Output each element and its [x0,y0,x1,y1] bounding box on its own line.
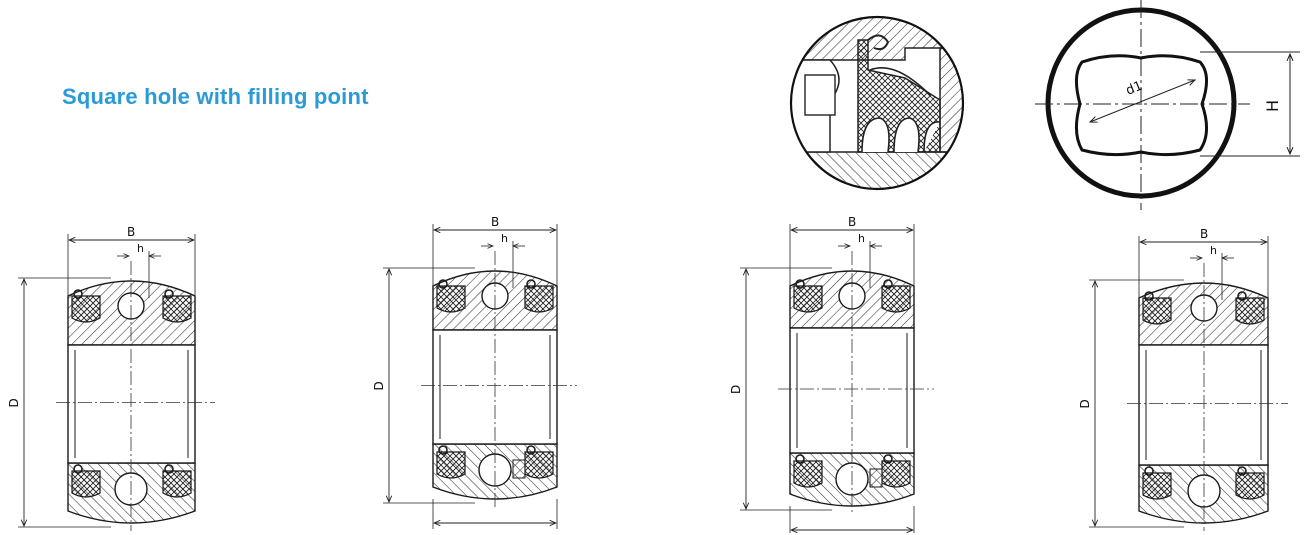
seal [436,451,466,479]
seal-lip [1144,466,1154,476]
seal-lip [1144,291,1154,301]
filling-point [512,459,526,479]
bore [67,344,196,464]
seal [793,460,823,488]
label-B: B [127,225,135,239]
seal-lip [438,445,448,455]
label-h: h [1210,244,1217,257]
seal [162,470,192,498]
seal [1235,297,1265,325]
label-D: D [372,381,386,390]
seal [436,285,466,313]
seal [524,285,554,313]
seal-lip [795,454,805,464]
label-B: B [1200,227,1208,241]
seal [71,295,101,323]
bearing-drawing-1: BhD [7,225,215,531]
square-hole-section-view: H d1 [1035,0,1300,210]
bearing-drawing-4: BhD [1078,227,1288,531]
bearing-drawing-2: BhD [372,215,577,529]
seal [1142,297,1172,325]
seal [1142,472,1172,500]
bore [1138,344,1269,466]
seal [162,295,192,323]
seal [881,460,911,488]
seal-lip [526,279,536,289]
label-h: h [501,232,508,245]
label-D: D [7,398,21,407]
seal-lip [795,279,805,289]
label-D: D [729,385,743,394]
seal-lip [164,464,174,474]
label-H: H [1263,100,1282,112]
seal-detail-view [789,15,965,191]
label-B: B [848,215,856,229]
seal-lip [1237,291,1247,301]
seal-lip [438,279,448,289]
page-title: Square hole with filling point [62,84,369,109]
seal [793,285,823,313]
label-h: h [858,232,865,245]
seal [71,470,101,498]
label-h: h [137,242,144,255]
seal-lip [73,464,83,474]
seal [881,285,911,313]
label-B: B [491,215,499,229]
seal [1235,472,1265,500]
seal-lip [526,445,536,455]
filling-point [869,468,883,488]
seal-lip [1237,466,1247,476]
seal-lip [883,279,893,289]
label-D: D [1078,399,1092,408]
bearing-drawing-3: BhD [729,215,934,533]
seal-lip [883,454,893,464]
label-d1: d1 [1124,79,1145,99]
seal-lip [164,289,174,299]
seal-lip [73,289,83,299]
seal [524,451,554,479]
